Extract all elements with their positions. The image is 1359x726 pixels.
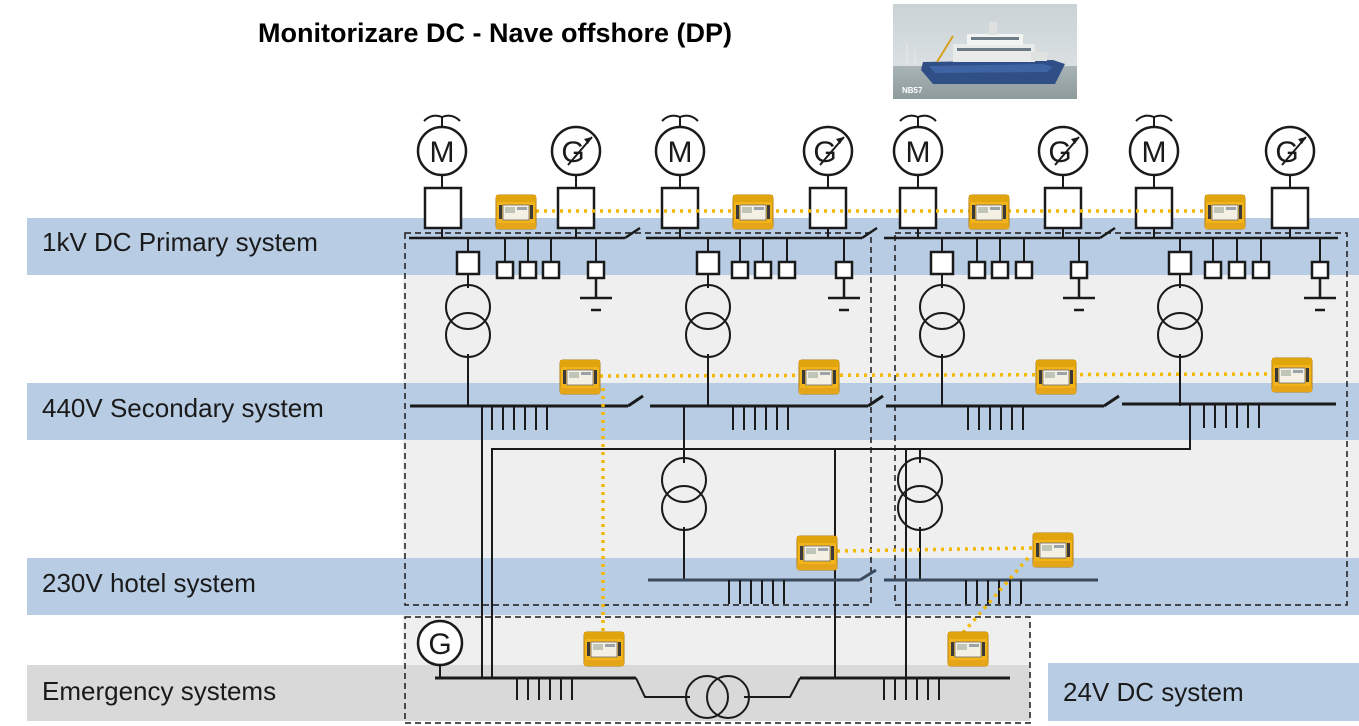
- monitor-device: [798, 359, 840, 395]
- monitor-device: [1032, 532, 1074, 568]
- generator-3-letter: G: [1048, 136, 1071, 169]
- monitor-device: [559, 359, 601, 395]
- monitor-device: [968, 194, 1010, 230]
- ship-photo: NB57: [893, 4, 1077, 99]
- secondary-hotel-gap: [403, 440, 1359, 558]
- monitor-device: [732, 194, 774, 230]
- secondary-outgoers: [491, 404, 1260, 430]
- primary-busbars: [409, 226, 1338, 240]
- hotel-system-label: 230V hotel system: [42, 568, 256, 598]
- secondary-busbars: [410, 394, 1336, 408]
- monitor-device: [1035, 359, 1077, 395]
- page-title: Monitorizare DC - Nave offshore (DP): [258, 18, 733, 48]
- enclosure-left: [404, 232, 872, 606]
- monitoring-links: [536, 209, 1276, 636]
- emergency-generator: G: [416, 619, 464, 678]
- dc24-band: [1048, 663, 1359, 721]
- emergency-generator-letter: G: [428, 628, 451, 661]
- primary-transformers: [467, 274, 1181, 406]
- primary-feeder-boxes: [455, 250, 1330, 280]
- primary-feeders: [467, 238, 1321, 262]
- secondary-band: [27, 383, 1359, 440]
- secondary-system-label: 440V Secondary system: [42, 393, 324, 423]
- earth-symbols: [580, 278, 1336, 312]
- motor-2-letter: M: [668, 136, 693, 169]
- enclosure-right: [894, 232, 1348, 606]
- ship-caption: NB57: [902, 86, 923, 95]
- motor-1-letter: M: [430, 136, 455, 169]
- primary-machines: [416, 114, 1316, 238]
- motor-4-letter: M: [1142, 136, 1167, 169]
- emergency-system-label: Emergency systems: [42, 676, 277, 706]
- monitor-device: [796, 535, 838, 571]
- emergency-outgoers: [516, 678, 940, 700]
- emergency-transformer: [635, 675, 801, 719]
- motor-3-letter: M: [906, 136, 931, 169]
- generator-2-letter: G: [813, 136, 836, 169]
- monitor-device: [1271, 357, 1313, 393]
- primary-system-label: 1kV DC Primary system: [42, 227, 318, 257]
- hotel-outgoers: [728, 580, 1022, 604]
- monitor-device: [495, 194, 537, 230]
- hotel-busbars: [648, 568, 1098, 582]
- generator-1-letter: G: [561, 136, 584, 169]
- emergency-upper-area: [403, 615, 1030, 665]
- enclosure-emergency: [404, 616, 1031, 724]
- dc24-system-label: 24V DC system: [1063, 677, 1244, 707]
- monitor-device: [583, 631, 625, 667]
- generator-4-letter: G: [1275, 136, 1298, 169]
- monitor-device: [1204, 194, 1246, 230]
- monitor-device: [947, 631, 989, 667]
